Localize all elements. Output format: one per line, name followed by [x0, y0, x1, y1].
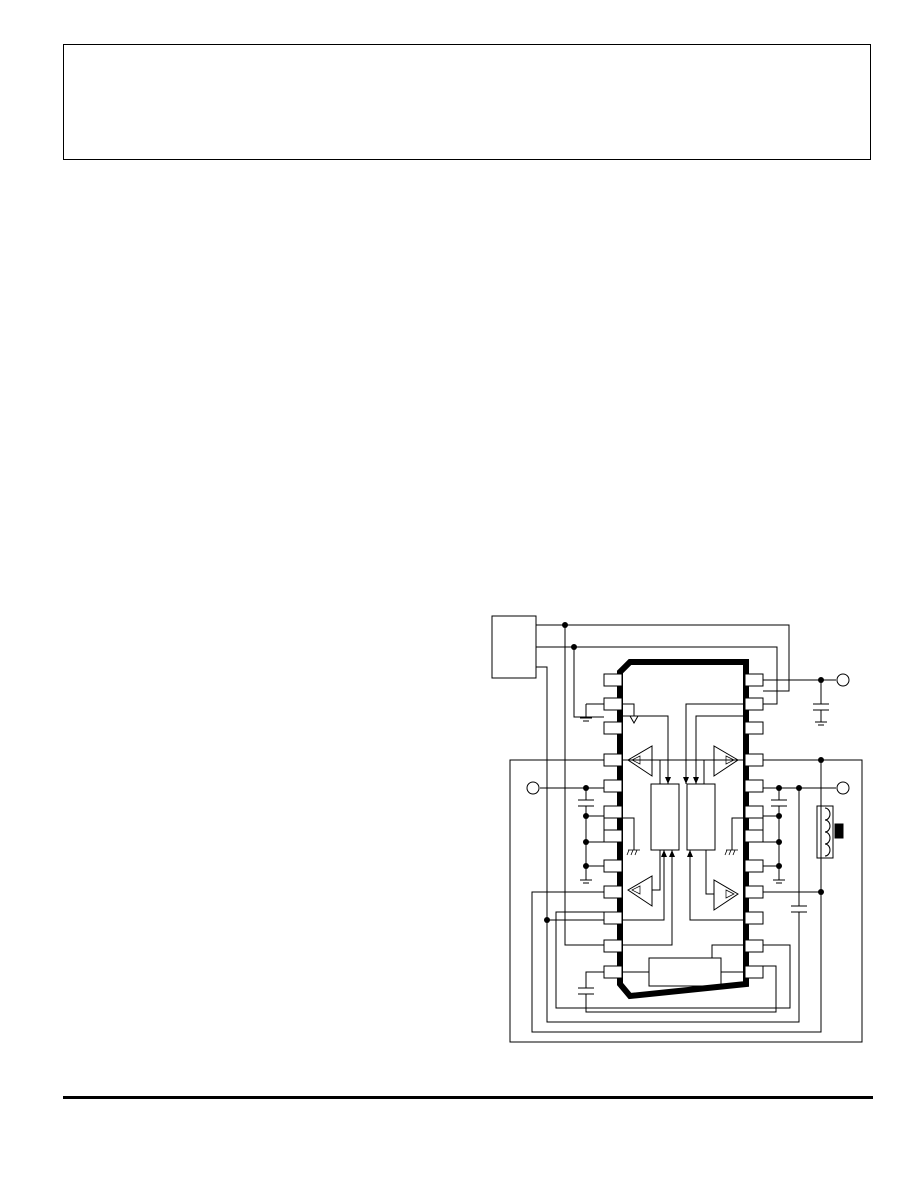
ic-pin	[603, 911, 623, 925]
internal-block-bottom	[648, 957, 722, 987]
ic-pin	[744, 779, 764, 793]
wire	[536, 624, 790, 692]
wire	[531, 759, 822, 1033]
ic-pin	[744, 805, 764, 819]
wire	[536, 646, 778, 705]
junction-dots	[544, 622, 824, 923]
wire	[546, 912, 800, 1023]
wire	[652, 850, 661, 891]
wire	[705, 850, 714, 895]
ic-pin	[744, 911, 764, 925]
amplifier-top-right	[713, 745, 739, 777]
terminal-right-mid	[836, 781, 850, 795]
wire	[564, 625, 604, 946]
speaker-coil-box	[816, 805, 834, 859]
wire	[622, 817, 635, 850]
chassis-ground-left	[626, 849, 640, 856]
amplifier-top-left	[627, 745, 653, 777]
speaker-coil	[824, 807, 831, 857]
ic-pin	[603, 805, 623, 819]
ic-pin	[744, 965, 764, 979]
terminal-left	[526, 781, 540, 795]
ic-pin	[744, 697, 764, 711]
wire	[622, 850, 673, 946]
chassis-ground-right	[724, 849, 738, 856]
ic-pin	[603, 829, 623, 843]
wire	[585, 971, 604, 988]
resistor	[603, 805, 623, 843]
ic-pin	[744, 753, 764, 767]
wire	[536, 666, 604, 921]
wire	[652, 759, 661, 784]
wire	[703, 759, 714, 784]
ic-pin	[603, 859, 623, 873]
wire	[711, 944, 745, 958]
arrows	[661, 777, 699, 857]
ic-pin	[744, 673, 764, 687]
amplifier-bottom-left	[627, 875, 653, 907]
resistor	[744, 805, 764, 843]
module-block	[491, 615, 537, 679]
amplifier-bottom-right	[713, 879, 739, 911]
ic-pin	[603, 673, 623, 687]
ic-pin	[744, 939, 764, 953]
ic-pin	[744, 829, 764, 843]
ic-pin	[603, 965, 623, 979]
wire	[622, 850, 665, 921]
internal-block-left	[650, 783, 680, 851]
ic-pin	[603, 939, 623, 953]
ic-pin	[603, 753, 623, 767]
ic-pin	[603, 721, 623, 735]
ic-body	[617, 659, 749, 1000]
wire	[695, 715, 745, 784]
wire	[555, 911, 791, 1009]
ic-pin	[603, 779, 623, 793]
wire	[731, 817, 745, 850]
header-box	[63, 44, 871, 160]
wire	[622, 703, 635, 716]
ic-pin	[744, 859, 764, 873]
speaker-magnet	[834, 823, 844, 839]
footer-rule	[63, 1096, 873, 1099]
ic-pin	[744, 885, 764, 899]
ic-pin	[744, 721, 764, 735]
terminal-right-top	[836, 673, 850, 687]
ic-pin	[603, 885, 623, 899]
ic-pin	[603, 697, 623, 711]
internal-block-right	[686, 783, 716, 851]
ground-triangle	[629, 715, 639, 725]
ic-pins-left	[603, 673, 623, 979]
wire	[689, 850, 745, 921]
board-frame	[509, 759, 863, 1043]
wire	[685, 703, 745, 784]
wire	[585, 965, 777, 1013]
wire	[573, 647, 604, 718]
ic-pins-right	[744, 673, 764, 979]
